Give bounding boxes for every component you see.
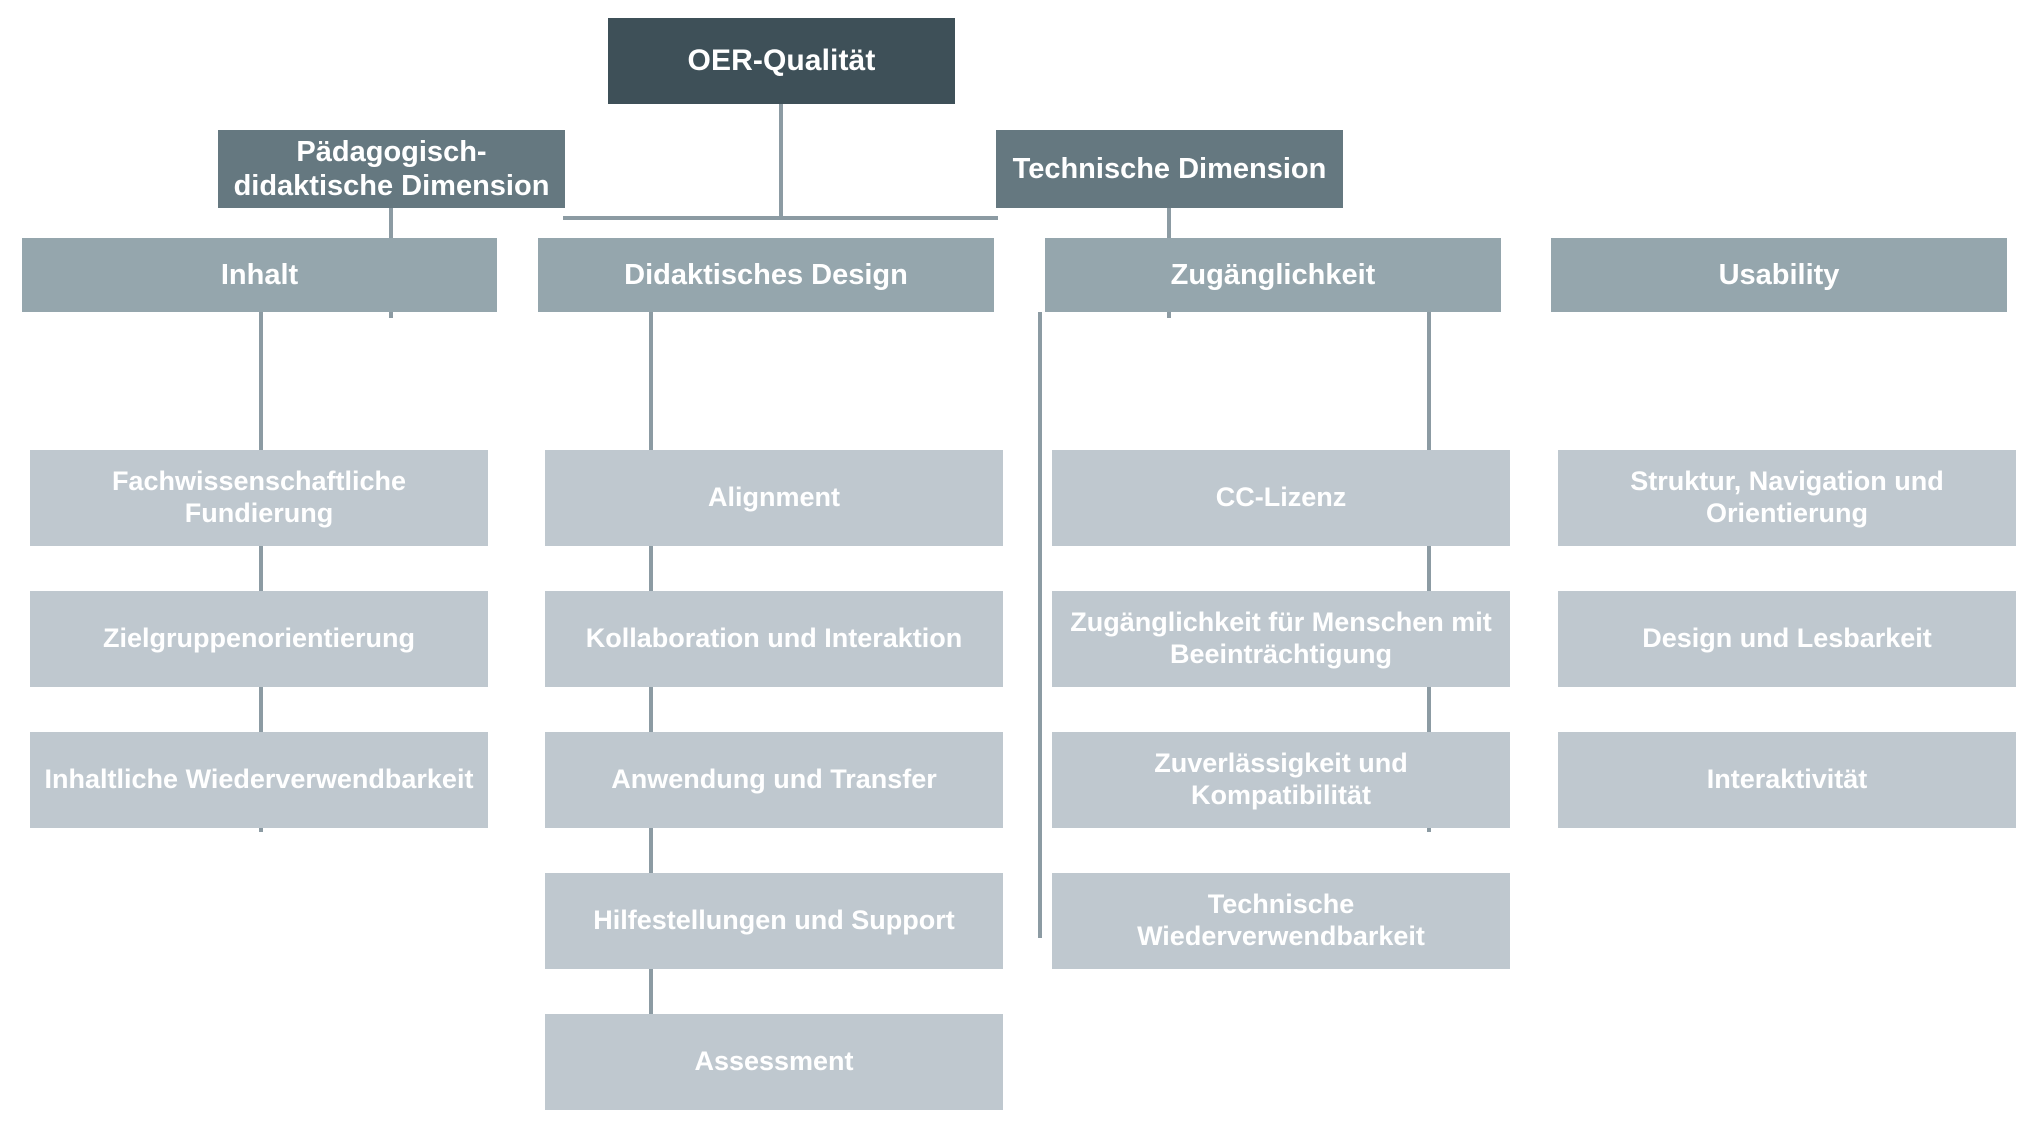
node-paedagogisch-didaktische-dimension[interactable]: Pädagogisch-didaktische Dimension xyxy=(218,130,565,208)
node-assessment[interactable]: Assessment xyxy=(545,1014,1003,1110)
node-technische-dimension[interactable]: Technische Dimension xyxy=(996,130,1343,208)
node-technische-wiederverwendbarkeit[interactable]: Technische Wiederverwendbarkeit xyxy=(1052,873,1510,969)
connector-root-split-left xyxy=(563,216,781,220)
node-usability[interactable]: Usability xyxy=(1551,238,2007,312)
connector-spine-inhalt xyxy=(259,312,263,832)
node-cc-lizenz[interactable]: CC-Lizenz xyxy=(1052,450,1510,546)
node-alignment[interactable]: Alignment xyxy=(545,450,1003,546)
connector-spine-zugaenglichkeit xyxy=(1038,312,1042,938)
node-zuverlaessigkeit-und-kompatibilitaet[interactable]: Zuverlässigkeit und Kompatibilität xyxy=(1052,732,1510,828)
connector-spine-usability xyxy=(1427,312,1431,832)
node-interaktivitaet[interactable]: Interaktivität xyxy=(1558,732,2016,828)
node-kollaboration-und-interaktion[interactable]: Kollaboration und Interaktion xyxy=(545,591,1003,687)
node-fachwissenschaftliche-fundierung[interactable]: Fachwissenschaftliche Fundierung xyxy=(30,450,488,546)
node-zielgruppenorientierung[interactable]: Zielgruppenorientierung xyxy=(30,591,488,687)
node-oer-qualitaet[interactable]: OER-Qualität xyxy=(608,18,955,104)
node-design-und-lesbarkeit[interactable]: Design und Lesbarkeit xyxy=(1558,591,2016,687)
node-hilfestellungen-und-support[interactable]: Hilfestellungen und Support xyxy=(545,873,1003,969)
node-struktur-navigation-und-orientierung[interactable]: Struktur, Navigation und Orientierung xyxy=(1558,450,2016,546)
node-inhaltliche-wiederverwendbarkeit[interactable]: Inhaltliche Wiederverwendbarkeit xyxy=(30,732,488,828)
node-zugaenglichkeit[interactable]: Zugänglichkeit xyxy=(1045,238,1501,312)
connector-root-stem xyxy=(779,104,783,218)
node-zugaenglichkeit-fuer-menschen-mit-beeintraechtigung[interactable]: Zugänglichkeit für Menschen mit Beeinträ… xyxy=(1052,591,1510,687)
node-inhalt[interactable]: Inhalt xyxy=(22,238,497,312)
connector-root-split-right xyxy=(779,216,998,220)
node-didaktisches-design[interactable]: Didaktisches Design xyxy=(538,238,994,312)
node-anwendung-und-transfer[interactable]: Anwendung und Transfer xyxy=(545,732,1003,828)
